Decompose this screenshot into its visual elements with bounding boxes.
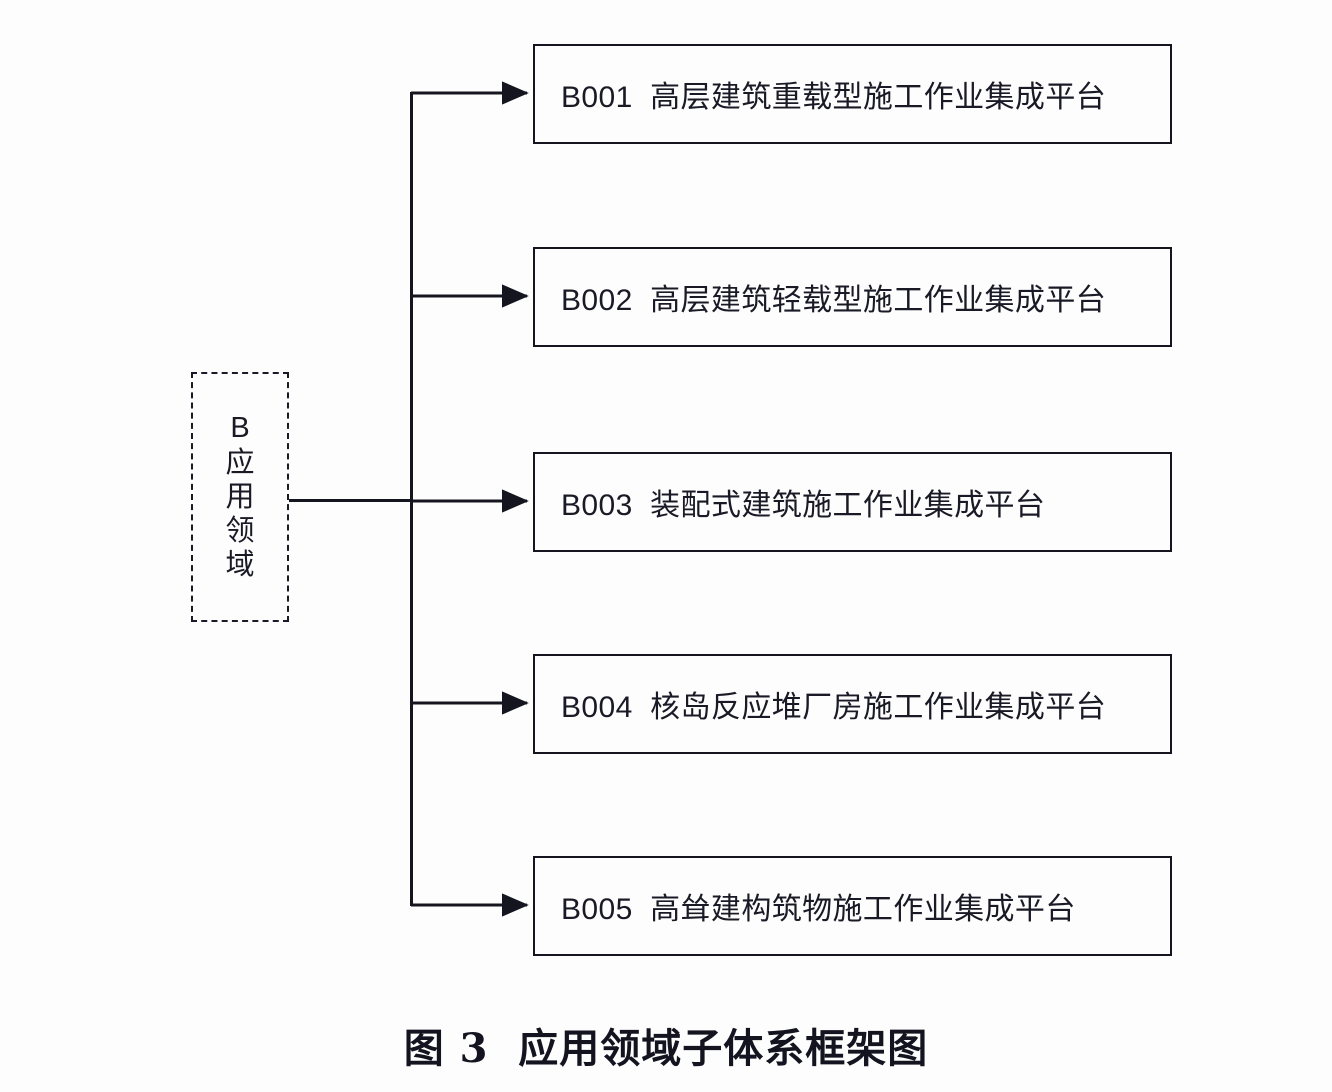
leaf-box-b004[interactable]: B004 核岛反应堆厂房施工作业集成平台 [533,654,1172,754]
figure-caption: 图 3 应用领域子体系框架图 [403,1025,929,1072]
leaf-box-b001[interactable]: B001 高层建筑重载型施工作业集成平台 [533,44,1172,144]
leaf-box-b003[interactable]: B003 装配式建筑施工作业集成平台 [533,452,1172,552]
leaf-label-b001: B001 高层建筑重载型施工作业集成平台 [561,81,1107,114]
leaf-box-b002[interactable]: B002 高层建筑轻载型施工作业集成平台 [533,247,1172,347]
root-label-line-4: 域 [225,549,255,582]
root-label-line-3: 领 [225,515,255,548]
root-label-line-1: 应 [225,446,255,479]
leaf-label-b004: B004 核岛反应堆厂房施工作业集成平台 [561,691,1107,724]
leaf-label-b005: B005 高耸建构筑物施工作业集成平台 [561,893,1076,926]
leaf-box-b005[interactable]: B005 高耸建构筑物施工作业集成平台 [533,856,1172,956]
root-node-label: B 应 用 领 域 [225,411,254,582]
root-node-application-domain[interactable]: B 应 用 领 域 [191,372,289,622]
leaf-label-b002: B002 高层建筑轻载型施工作业集成平台 [561,284,1107,317]
root-label-line-2: 用 [225,480,255,513]
leaf-label-b003: B003 装配式建筑施工作业集成平台 [561,489,1046,522]
root-label-line-0: B [230,412,250,445]
